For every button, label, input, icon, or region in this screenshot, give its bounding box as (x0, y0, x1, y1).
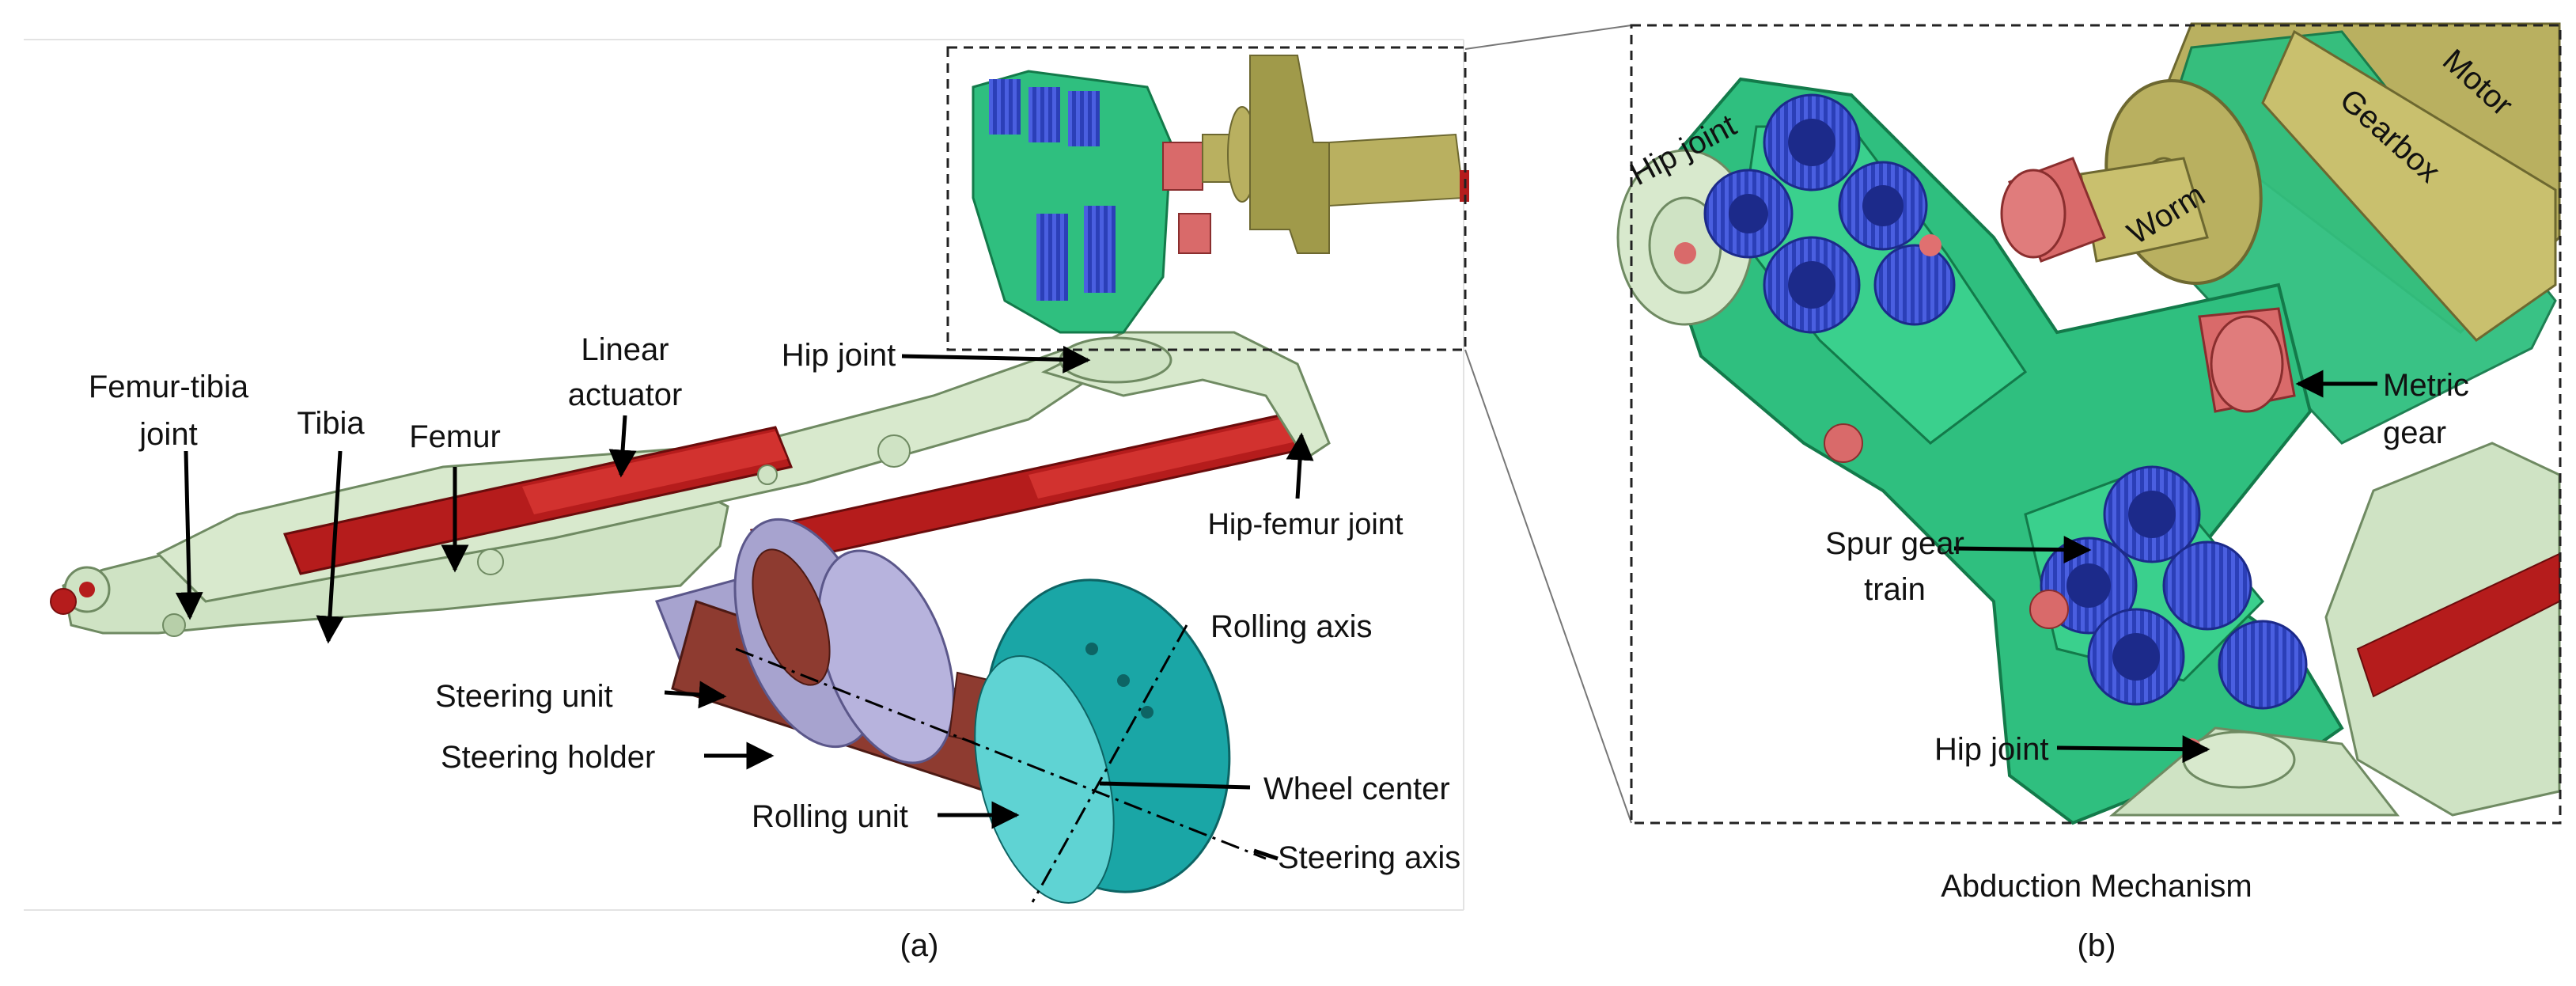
label-femur: Femur (409, 419, 501, 454)
label-tibia: Tibia (297, 406, 365, 441)
panel-a-labels: Femur-tibia joint Tibia Femur Linear act… (89, 332, 1460, 963)
caption-a: (a) (900, 928, 939, 963)
label-hip-joint: Hip joint (782, 338, 896, 373)
zoomed-mechanism (1616, 22, 2561, 825)
label-linear-actuator-line2: actuator (568, 377, 683, 412)
label-steering-holder: Steering holder (441, 740, 655, 775)
panel-b-arrows (1953, 370, 2377, 764)
zoom-box (946, 46, 1467, 351)
label-femur-tibia-line1: Femur-tibia (89, 370, 249, 404)
label-hip-femur-joint: Hip-femur joint (1207, 508, 1404, 541)
label-hip-joint-bottom: Hip joint (1934, 732, 2049, 767)
panel-b-border (1630, 24, 2562, 825)
label-steering-unit: Steering unit (435, 679, 613, 714)
panel-a: Femur-tibia joint Tibia Femur Linear act… (24, 39, 1469, 963)
steering-axis-line (735, 647, 1267, 860)
caption-b: (b) (2078, 928, 2116, 963)
label-metric-gear-line2: gear (2383, 415, 2446, 450)
abduction-mechanism-small (972, 55, 1469, 334)
label-wheel-center: Wheel center (1263, 772, 1450, 806)
panel-a-arrows (175, 345, 1314, 861)
panel-b-title: Abduction Mechanism (1941, 869, 2252, 904)
panel-b: Hip joint Worm Gearbox Motor Metric gear… (1616, 22, 2562, 963)
label-linear-actuator-line1: Linear (581, 332, 669, 367)
label-rolling-unit: Rolling unit (752, 799, 908, 834)
label-femur-tibia-line2: joint (138, 417, 197, 452)
label-steering-axis: Steering axis (1278, 840, 1460, 875)
upper-gears (1703, 93, 1956, 334)
label-spur-gear-line1: Spur gear (1825, 526, 1964, 561)
rolling-axis-line (1031, 624, 1188, 903)
label-spur-gear-line2: train (1864, 572, 1926, 607)
zoom-connectors (1464, 25, 1632, 824)
label-rolling-axis: Rolling axis (1210, 609, 1373, 644)
label-metric-gear-line1: Metric (2383, 368, 2469, 403)
wheel-assembly (654, 518, 1231, 904)
metric-gears (1824, 157, 2296, 629)
